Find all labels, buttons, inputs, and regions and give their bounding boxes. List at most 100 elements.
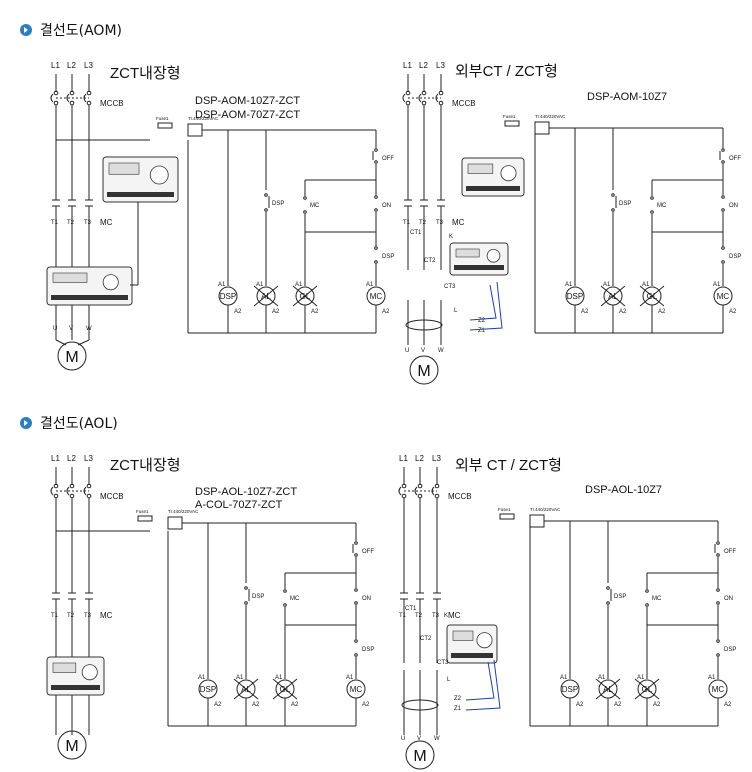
a2-label: A2 xyxy=(311,309,319,315)
off-label: OFF xyxy=(362,549,374,555)
relay-terminal-strip xyxy=(454,265,504,270)
phase-label: L1 xyxy=(399,454,408,463)
a2-label: A2 xyxy=(382,309,390,315)
mccb-contact xyxy=(50,486,54,496)
relay-terminal-strip xyxy=(466,186,520,191)
a2-label: A2 xyxy=(614,702,622,708)
contact xyxy=(721,260,725,264)
uvw-label: W xyxy=(86,326,92,332)
a1-label: A1 xyxy=(603,282,611,288)
contact xyxy=(606,586,610,590)
a2-label: A2 xyxy=(724,702,732,708)
t-label: T2 xyxy=(67,613,75,619)
contact xyxy=(354,639,358,643)
off-label: OFF xyxy=(729,156,741,162)
transformer xyxy=(167,516,183,530)
contact xyxy=(716,541,720,545)
uvw-label: V xyxy=(69,326,73,332)
section-heading-aom: 결선도(AOM) xyxy=(20,20,122,40)
lamp-label: DSP xyxy=(567,292,583,301)
l-label: L xyxy=(447,677,451,683)
a1-label: A1 xyxy=(637,675,645,681)
zct-wire xyxy=(469,281,503,331)
contact xyxy=(264,193,268,197)
fuse-label: Fuse1 xyxy=(498,507,511,512)
transformer-label: Tr.440/220VAC xyxy=(188,116,219,121)
contact xyxy=(374,160,378,164)
phase-label: L3 xyxy=(432,454,441,463)
phase-label: L2 xyxy=(67,61,76,70)
relay-display xyxy=(455,248,480,258)
contact xyxy=(354,588,358,592)
motor xyxy=(57,730,87,760)
relay-display xyxy=(52,272,88,283)
mccb-contact xyxy=(66,93,70,103)
phase-label: L2 xyxy=(419,61,428,70)
transformer-label: Tr.440/220VAC xyxy=(168,509,199,514)
a2-label: A2 xyxy=(272,309,280,315)
mc-label: MC xyxy=(448,611,461,620)
terminal xyxy=(417,483,423,489)
t-label: T2 xyxy=(419,220,427,226)
t-label: T3 xyxy=(436,220,444,226)
lamp-label: MC xyxy=(370,292,383,301)
a1-label: A1 xyxy=(560,675,568,681)
t-label: T1 xyxy=(51,220,59,226)
t-label: T1 xyxy=(51,613,59,619)
contact xyxy=(721,160,725,164)
dsp-contact-label: DSP xyxy=(614,594,626,600)
contact xyxy=(650,196,654,200)
phase-label: L2 xyxy=(67,454,76,463)
transformer-label: Tr.440/220VAC xyxy=(530,507,561,512)
terminal xyxy=(69,100,75,106)
contact xyxy=(354,541,358,545)
mccb-contact xyxy=(50,93,54,103)
contact xyxy=(716,653,720,657)
contact xyxy=(354,601,358,605)
contact xyxy=(244,601,248,605)
panel-title: ZCT내장형 xyxy=(110,65,181,82)
uvw-label: W xyxy=(438,348,444,354)
a2-label: A2 xyxy=(653,702,661,708)
phase-label: L1 xyxy=(51,454,60,463)
contact xyxy=(264,208,268,212)
relay-keypad xyxy=(500,165,517,182)
terminal xyxy=(438,90,444,96)
terminal xyxy=(69,90,75,96)
ct-label: CT2 xyxy=(424,258,436,264)
lamp-label: GL xyxy=(642,685,653,694)
lamp-ray xyxy=(272,678,298,700)
mc-contact-label: MC xyxy=(657,203,667,209)
model-label: A-COL-70Z7-ZCT xyxy=(195,499,283,511)
contact xyxy=(374,246,378,250)
lamp-label: AL xyxy=(241,685,251,694)
mccb-contact xyxy=(66,486,70,496)
section-title: 결선도(AOL) xyxy=(40,416,118,432)
a1-label: A1 xyxy=(708,675,716,681)
terminal xyxy=(86,90,92,96)
k-label: K xyxy=(449,234,453,240)
uvw-label: V xyxy=(421,348,425,354)
ct-label: CT2 xyxy=(420,636,432,642)
motor-label: M xyxy=(65,349,78,366)
terminal xyxy=(417,493,423,499)
mccb-contact xyxy=(418,93,422,103)
t-label: T3 xyxy=(84,613,92,619)
lamp-label: MC xyxy=(350,685,363,694)
mccb-label: MCCB xyxy=(100,492,124,501)
lamp-label: DSP xyxy=(200,685,216,694)
model-label: DSP-AOM-10Z7-ZCT xyxy=(195,95,300,107)
transformer xyxy=(534,121,550,135)
contact xyxy=(374,148,378,152)
z2-label: Z2 xyxy=(454,696,462,702)
k-label: K xyxy=(444,613,448,619)
contact xyxy=(611,208,615,212)
ct-label: CT1 xyxy=(405,606,417,612)
relay-keypad xyxy=(149,165,169,185)
a2-label: A2 xyxy=(252,702,260,708)
relay-terminal-strip xyxy=(107,192,174,197)
fuse xyxy=(137,515,153,522)
dsp-contact-label: DSP xyxy=(729,254,741,260)
uvw-label: V xyxy=(417,736,421,742)
lamp-ray xyxy=(233,678,259,700)
